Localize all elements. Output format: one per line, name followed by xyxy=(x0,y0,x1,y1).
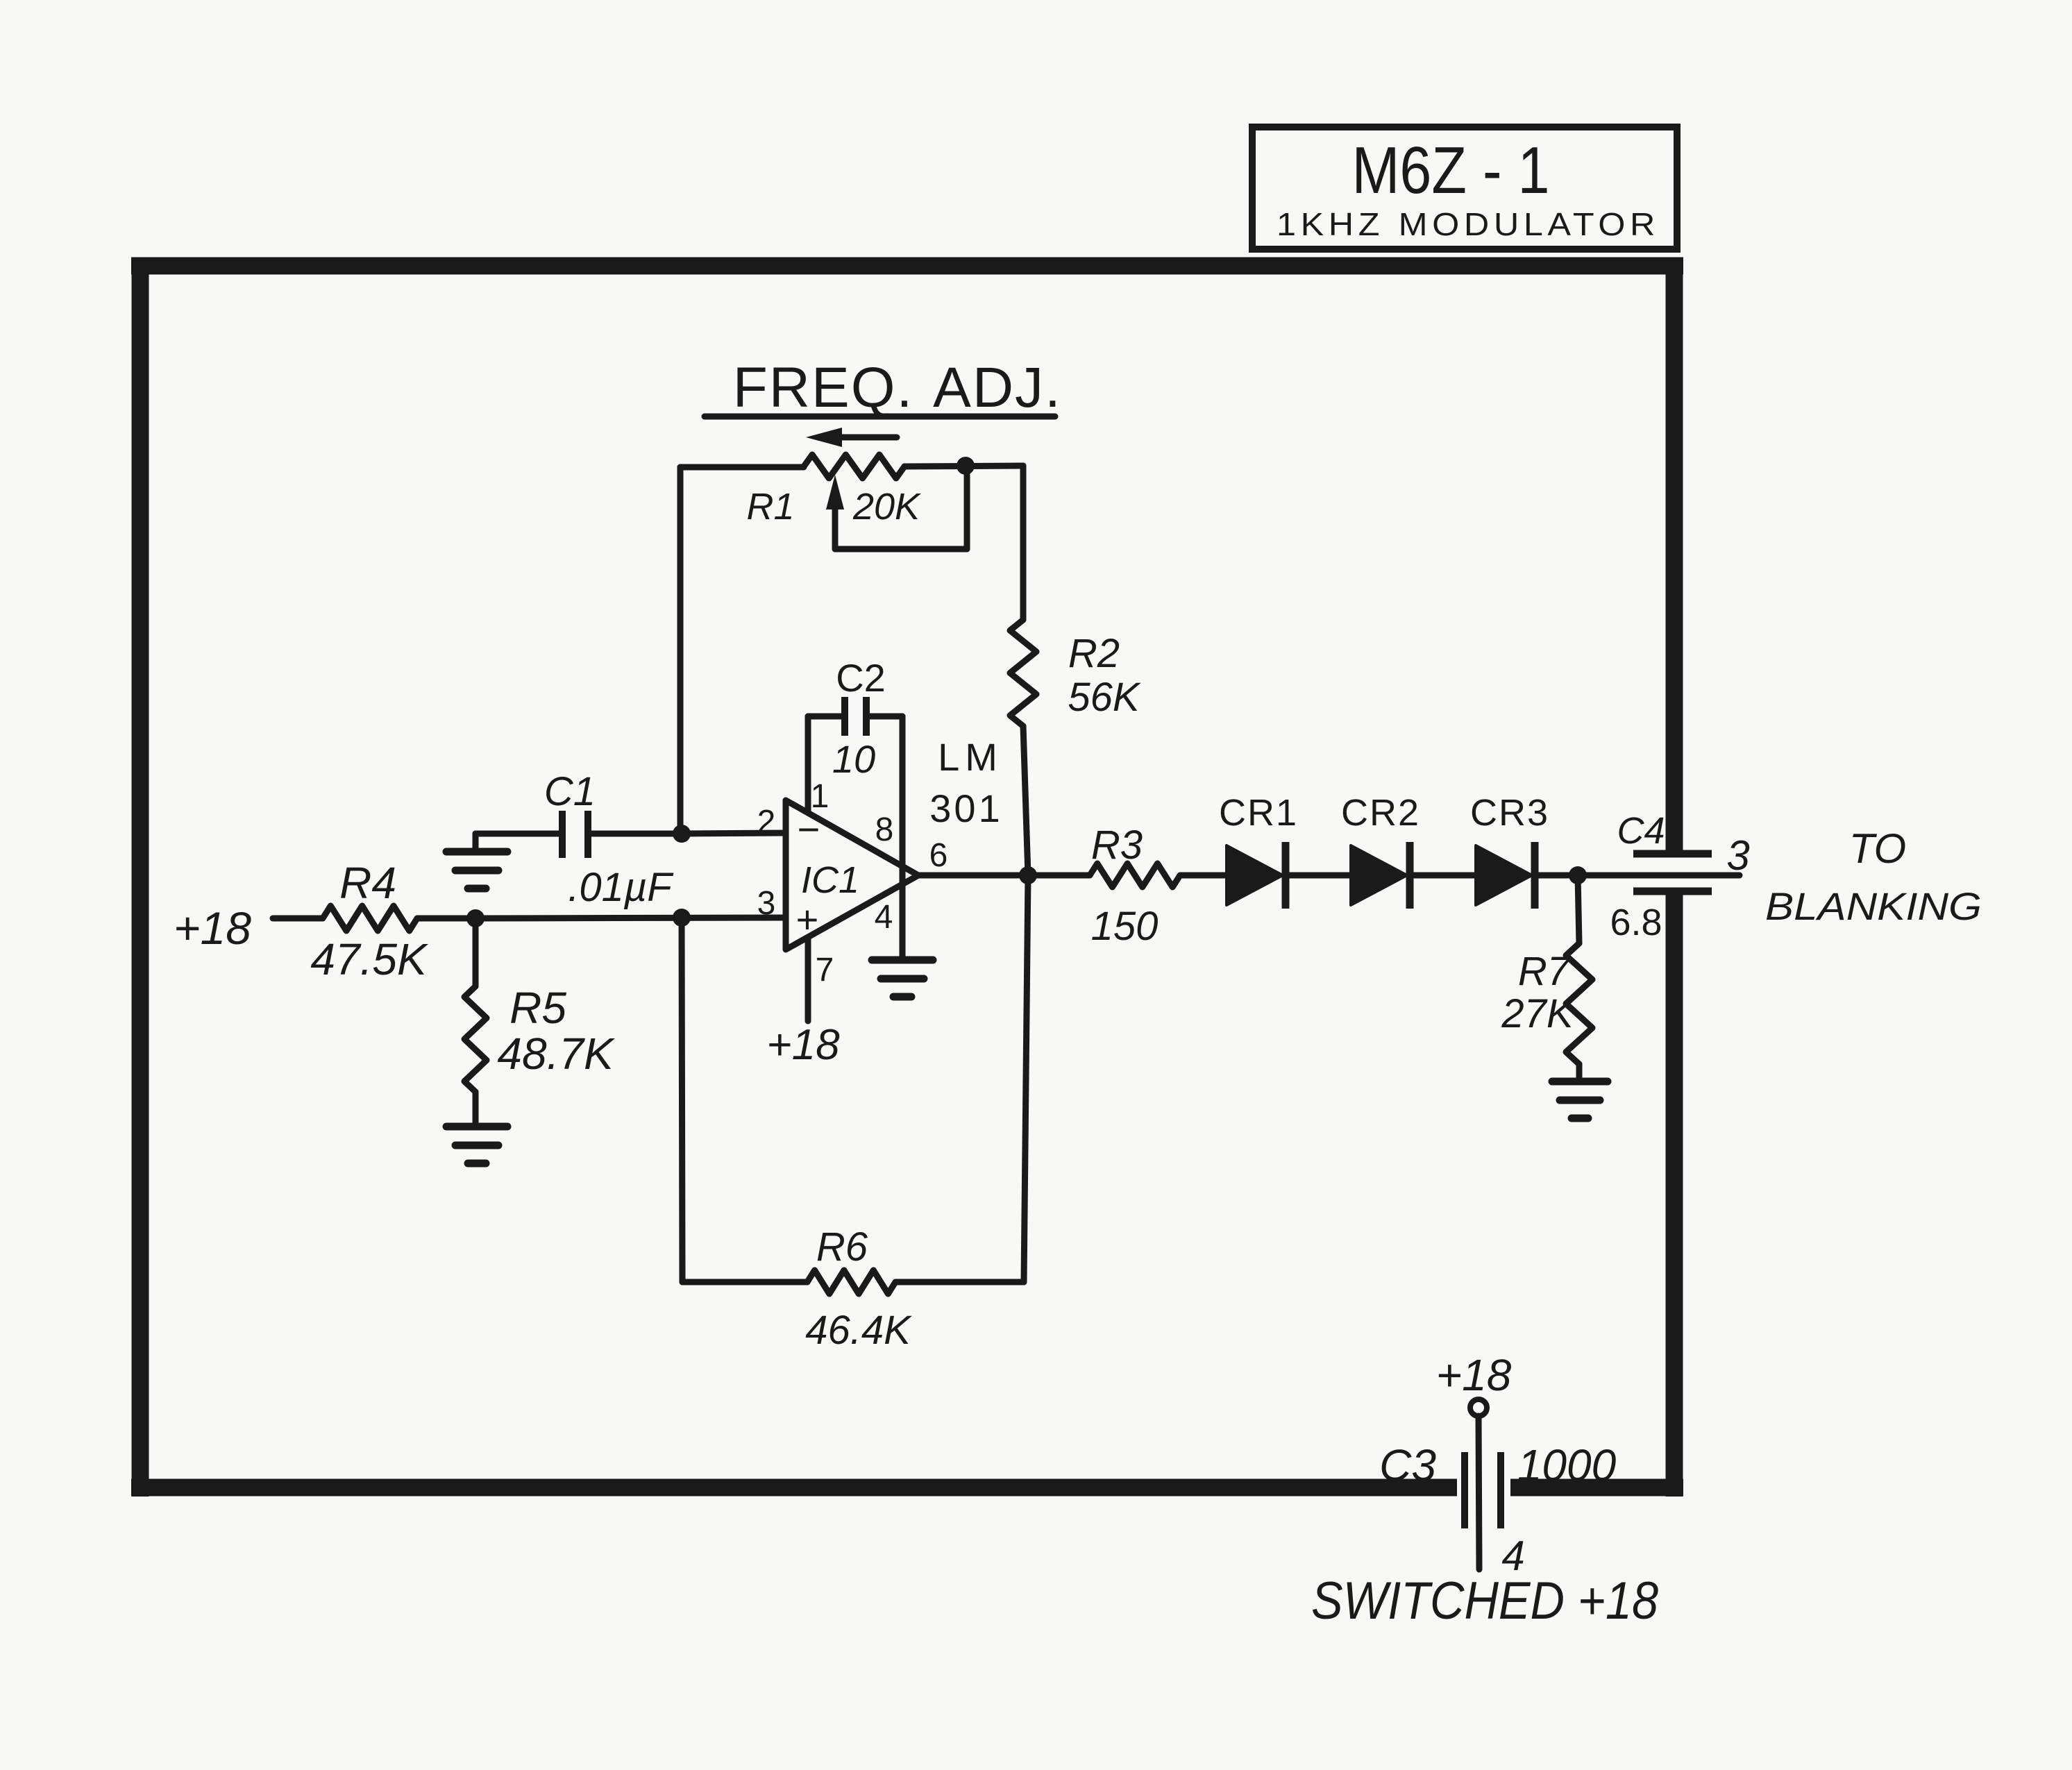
svg-text:FREQ.: FREQ. xyxy=(733,356,914,419)
svg-text:2: 2 xyxy=(757,804,776,841)
svg-text:R7: R7 xyxy=(1518,949,1572,994)
svg-text:M6Z - 1: M6Z - 1 xyxy=(1352,133,1550,208)
svg-text:+18: +18 xyxy=(1436,1350,1512,1400)
svg-text:.01µF: .01µF xyxy=(568,865,674,910)
svg-text:150: 150 xyxy=(1091,904,1159,949)
svg-text:LM: LM xyxy=(938,735,1003,779)
svg-text:3: 3 xyxy=(757,885,776,922)
svg-text:46.4K: 46.4K xyxy=(805,1308,912,1353)
svg-text:27K: 27K xyxy=(1501,991,1575,1036)
svg-text:1: 1 xyxy=(811,778,829,815)
svg-text:6.8: 6.8 xyxy=(1610,902,1662,943)
svg-text:10: 10 xyxy=(832,737,875,781)
svg-text:4: 4 xyxy=(875,899,893,936)
svg-text:3: 3 xyxy=(1726,832,1749,879)
svg-text:C4: C4 xyxy=(1617,810,1665,852)
svg-text:+18: +18 xyxy=(174,902,251,954)
svg-text:48.7K: 48.7K xyxy=(497,1029,616,1079)
svg-text:C3: C3 xyxy=(1379,1440,1436,1490)
svg-text:CR1: CR1 xyxy=(1219,792,1298,834)
svg-text:4: 4 xyxy=(1501,1533,1524,1579)
svg-text:SWITCHED +18: SWITCHED +18 xyxy=(1311,1571,1658,1630)
svg-text:CR2: CR2 xyxy=(1341,792,1420,834)
svg-text:R1: R1 xyxy=(746,486,794,528)
svg-text:BLANKING: BLANKING xyxy=(1765,884,1982,928)
svg-text:TO: TO xyxy=(1849,825,1906,872)
svg-text:R2: R2 xyxy=(1068,631,1120,676)
svg-text:7: 7 xyxy=(816,952,834,988)
svg-text:47.5K: 47.5K xyxy=(310,934,429,984)
svg-text:R3: R3 xyxy=(1091,823,1143,868)
svg-text:6: 6 xyxy=(929,837,948,874)
svg-text:301: 301 xyxy=(929,786,1002,830)
svg-text:+18: +18 xyxy=(766,1021,840,1069)
svg-text:CR3: CR3 xyxy=(1470,792,1549,834)
svg-text:ADJ.: ADJ. xyxy=(933,356,1062,419)
svg-text:20K: 20K xyxy=(852,486,921,528)
svg-text:R4: R4 xyxy=(339,858,396,908)
svg-text:56K: 56K xyxy=(1068,675,1141,720)
svg-text:8: 8 xyxy=(875,811,894,848)
svg-text:C2: C2 xyxy=(836,656,886,700)
svg-text:1KHZ MODULATOR: 1KHZ MODULATOR xyxy=(1277,206,1660,242)
svg-text:+: + xyxy=(796,897,819,941)
svg-text:R5: R5 xyxy=(509,983,566,1033)
svg-text:1000: 1000 xyxy=(1517,1440,1617,1490)
svg-text:R6: R6 xyxy=(816,1224,868,1270)
svg-text:IC1: IC1 xyxy=(801,859,859,901)
svg-text:C1: C1 xyxy=(544,769,596,814)
